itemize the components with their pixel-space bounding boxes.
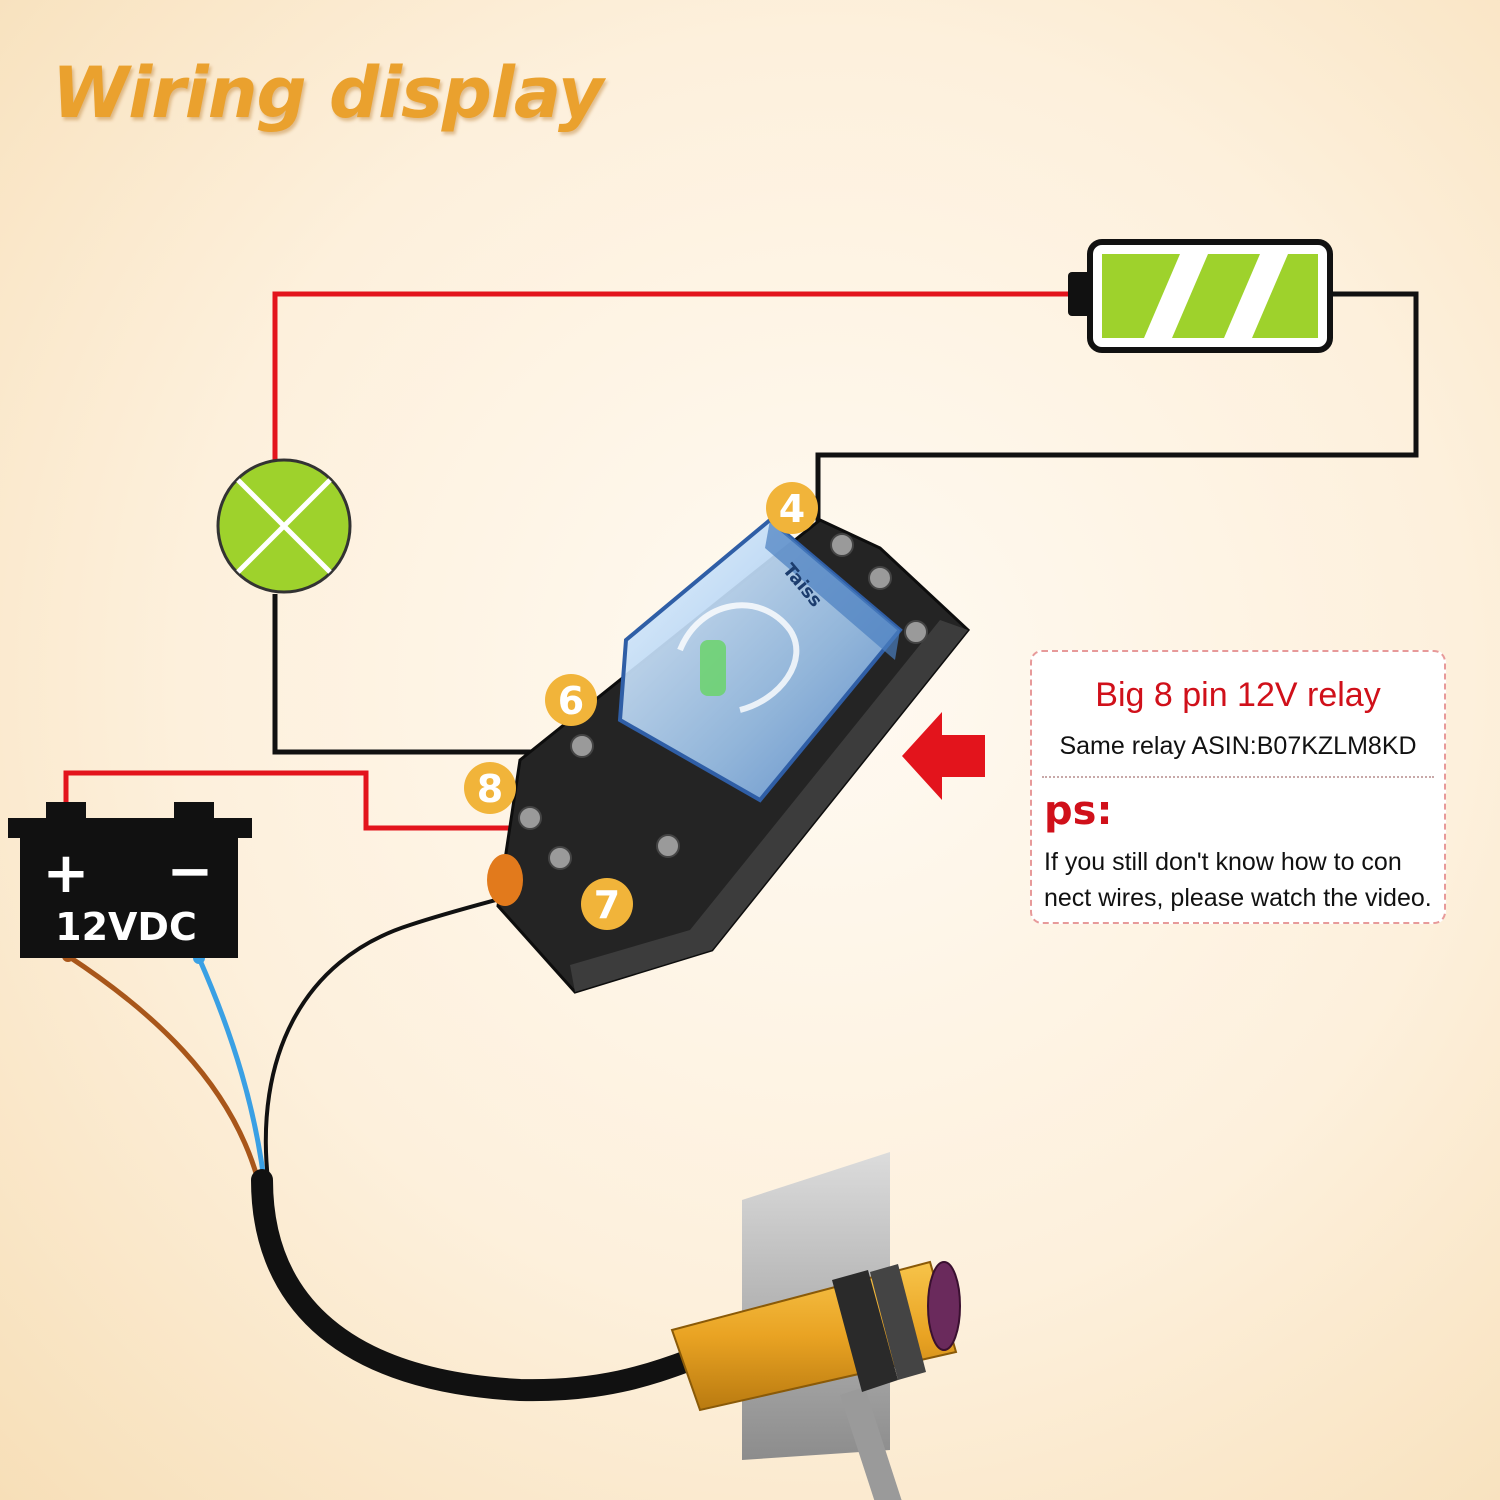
relay-info-heading: Big 8 pin 12V relay: [1095, 676, 1381, 714]
pin-badge-8: 8: [464, 762, 516, 814]
wire-supply-to-pin-8: [63, 770, 515, 831]
relay-info-asin: Same relay ASIN:B07KZLM8KD: [1059, 732, 1417, 760]
relay-info-ps-label: ps:: [1044, 788, 1113, 834]
relay-icon: Taiss: [487, 517, 971, 994]
battery-icon: [1068, 239, 1333, 353]
relay-info-note: If you still don't know how to con nect …: [1044, 844, 1444, 916]
red-arrow-icon: [902, 712, 985, 800]
svg-text:8: 8: [477, 767, 503, 811]
dc-power-supply-icon: + − 12VDC: [8, 802, 252, 958]
positive-sign: +: [43, 841, 90, 906]
supply-voltage-label: 12VDC: [55, 905, 197, 949]
wire-sensor-blue: [196, 956, 267, 1181]
relay-info-divider: [1042, 776, 1434, 778]
relay-info-box: Big 8 pin 12V relay Same relay ASIN:B07K…: [1030, 650, 1446, 924]
pin-badge-7: 7: [581, 878, 633, 930]
wire-lamp-to-pin-6: [272, 594, 582, 755]
negative-sign: −: [167, 839, 214, 904]
lamp-icon: [216, 458, 352, 594]
pin-badge-6: 6: [545, 674, 597, 726]
wire-battery-to-lamp: [272, 291, 1075, 462]
page-title: Wiring display: [52, 52, 604, 134]
svg-text:7: 7: [594, 883, 620, 927]
relay-terminals: [518, 533, 928, 870]
relay-info-note-line-1: If you still don't know how to con: [1044, 848, 1402, 876]
photoelectric-sensor-icon: [251, 1152, 961, 1500]
pin-badge-4: 4: [766, 482, 818, 534]
sensor-cable: [251, 1169, 701, 1402]
svg-text:6: 6: [558, 679, 584, 723]
svg-text:4: 4: [779, 487, 805, 531]
relay-info-note-line-2: nect wires, please watch the video.: [1044, 884, 1432, 912]
wire-battery-to-pin-4: [815, 291, 1419, 532]
wire-sensor-brown: [66, 953, 261, 1181]
